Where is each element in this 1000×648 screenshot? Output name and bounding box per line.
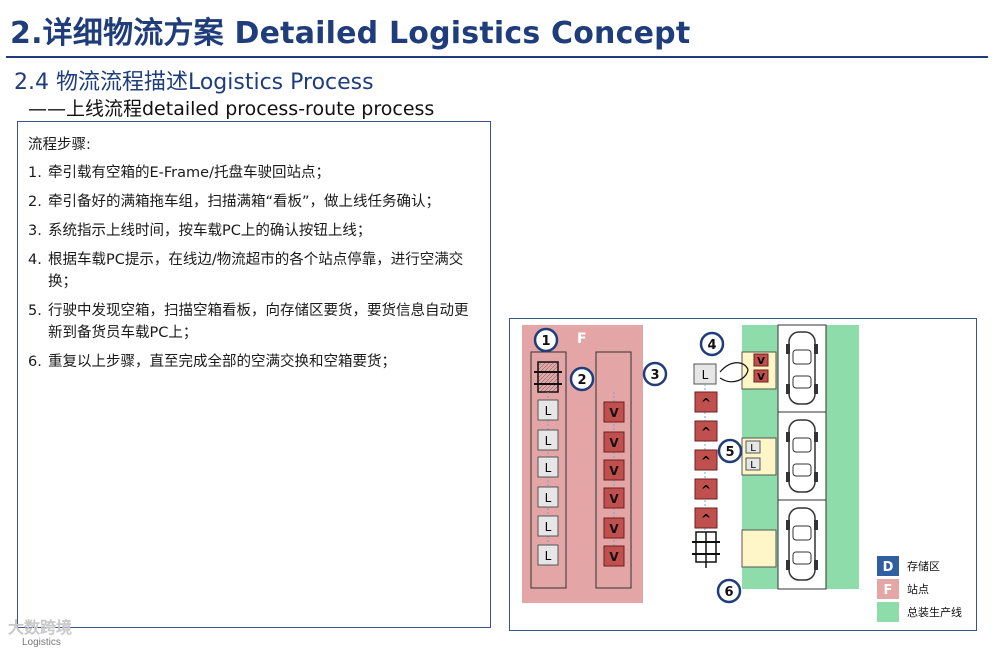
step-text: 牵引载有空箱的E-Frame/托盘车驶回站点； <box>48 165 330 181</box>
legend-label: 总装生产线 <box>907 605 962 619</box>
box-l-label: L <box>545 404 552 418</box>
svg-text:4: 4 <box>707 338 716 353</box>
step-number: 1. <box>28 165 42 181</box>
legend-swatch-assembly <box>877 602 899 622</box>
tugger-icon <box>692 531 720 568</box>
step-text: 根据车载PC提示，在线边/物流超市的各个站点停靠，进行空满交换； <box>48 252 464 290</box>
box-up-label: ^ <box>701 425 711 439</box>
step-item: 6. 重复以上步骤，直至完成全部的空满交换和空箱要货； <box>28 351 480 373</box>
section-subtitle: 2.4 物流流程描述Logistics Process <box>14 70 374 95</box>
page-title: 2.详细物流方案 Detailed Logistics Concept <box>10 16 691 51</box>
empty-box-column: L L L L L L <box>537 399 559 566</box>
lineside-station <box>741 529 777 568</box>
step-item: 2. 牵引备好的满箱拖车组，扫描满箱“看板”，做上线任务确认； <box>28 191 480 213</box>
step-marker: 4 <box>699 331 725 357</box>
svg-text:3: 3 <box>650 368 659 383</box>
box-l-label: L <box>545 461 552 475</box>
box-v-label: V <box>757 372 765 383</box>
svg-text:2: 2 <box>577 373 586 388</box>
box-up-label: ^ <box>701 512 711 526</box>
footer-text: Logistics <box>22 637 61 648</box>
car-icon <box>786 419 818 493</box>
step-marker: 3 <box>642 361 668 387</box>
box-up-label: ^ <box>701 454 711 468</box>
legend: D 存储区 F 站点 总装生产线 <box>877 556 962 622</box>
tugger-left-icon <box>534 361 562 393</box>
box-v-label: V <box>609 522 619 536</box>
step-marker: 2 <box>569 366 595 392</box>
step-text: 系统指示上线时间，按车载PC上的确认按钮上线； <box>48 223 372 239</box>
tugger-train: ^ ^ ^ ^ ^ <box>694 391 718 529</box>
box-up-label: ^ <box>701 483 711 497</box>
box-l-label: L <box>545 520 552 534</box>
step-number: 3. <box>28 223 42 239</box>
svg-text:5: 5 <box>725 445 734 460</box>
step-marker: 5 <box>717 438 743 464</box>
box-l-label: L <box>750 460 756 471</box>
step-marker: 6 <box>716 578 742 604</box>
box-v-label: V <box>609 492 619 506</box>
step-item: 4. 根据车载PC提示，在线边/物流超市的各个站点停靠，进行空满交换； <box>28 249 480 293</box>
box-l-label: L <box>545 434 552 448</box>
svg-text:6: 6 <box>724 585 733 600</box>
legend-label: 站点 <box>907 582 929 596</box>
step-number: 2. <box>28 194 42 210</box>
lane-right <box>595 351 632 589</box>
car-icon <box>786 331 818 405</box>
svg-text:D: D <box>883 560 894 575</box>
step-text: 牵引备好的满箱拖车组，扫描满箱“看板”，做上线任务确认； <box>48 194 441 210</box>
step-number: 5. <box>28 303 42 319</box>
car-icon <box>786 507 818 581</box>
zone-f-label: F <box>577 331 587 347</box>
title-divider <box>6 56 988 58</box>
step-number: 4. <box>28 252 42 268</box>
section-subtitle-2: ——上线流程detailed process-route process <box>28 98 435 120</box>
steps-heading: 流程步骤: <box>28 137 91 153</box>
box-l-label: L <box>545 491 552 505</box>
svg-text:F: F <box>884 583 893 598</box>
step-marker: 1 <box>533 327 559 353</box>
exchange-arrow-icon <box>719 362 749 383</box>
watermark-logo: 大数跨境 <box>8 618 73 637</box>
box-v-label: V <box>609 436 619 450</box>
box-v-label: V <box>609 464 619 478</box>
process-steps-box: 流程步骤: 1. 牵引载有空箱的E-Frame/托盘车驶回站点； 2. 牵引备好… <box>17 121 491 628</box>
lane-left <box>530 351 567 589</box>
legend-label: 存储区 <box>907 559 940 573</box>
legend-swatch-station <box>877 579 899 599</box>
step-item: 1. 牵引载有空箱的E-Frame/托盘车驶回站点； <box>28 162 480 184</box>
box-up-label: ^ <box>701 396 711 410</box>
box-v-label: V <box>609 406 619 420</box>
full-box-column: V V V V V V <box>603 401 625 567</box>
box-l-label: L <box>750 443 756 454</box>
step-text: 重复以上步骤，直至完成全部的空满交换和空箱要货； <box>48 354 396 370</box>
step-number: 6. <box>28 354 42 370</box>
box-l-label: L <box>702 368 709 382</box>
box-l-label: L <box>545 549 552 563</box>
step-text: 行驶中发现空箱，扫描空箱看板，向存储区要货，要货信息自动更新到备货员车载PC上； <box>48 303 469 341</box>
box-v-label: V <box>757 356 765 367</box>
svg-text:1: 1 <box>541 334 550 349</box>
legend-swatch-storage <box>877 556 899 576</box>
box-v-label: V <box>609 550 619 564</box>
step-item: 3. 系统指示上线时间，按车载PC上的确认按钮上线； <box>28 220 480 242</box>
step-item: 5. 行驶中发现空箱，扫描空箱看板，向存储区要货，要货信息自动更新到备货员车载P… <box>28 300 480 344</box>
logistics-diagram-frame <box>509 318 977 631</box>
